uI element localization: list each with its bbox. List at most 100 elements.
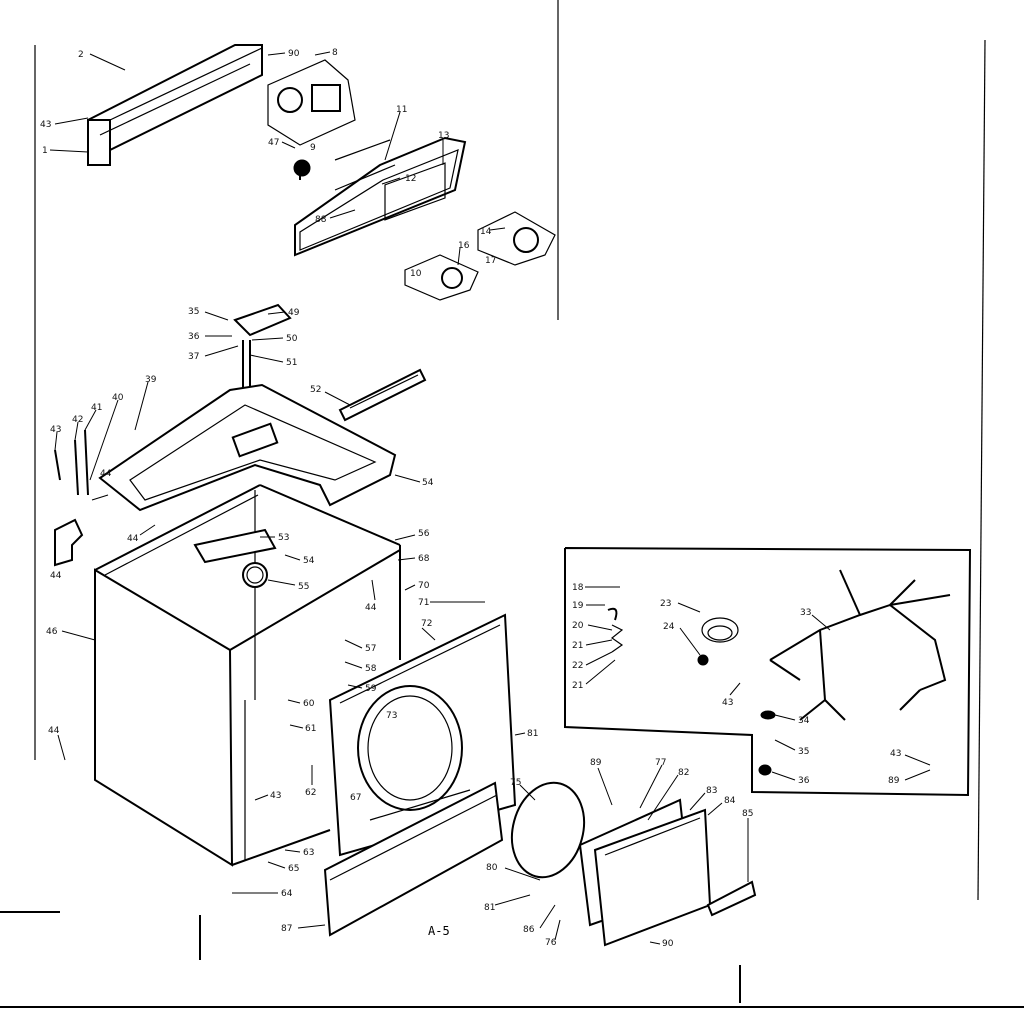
svg-text:65: 65 — [288, 864, 299, 874]
callout-59: 59 — [347, 684, 377, 694]
callout-44-b: 44 — [127, 524, 156, 544]
callout-90-bottom: 90 — [649, 939, 674, 949]
callout-84: 84 — [707, 796, 736, 816]
svg-text:57: 57 — [365, 644, 376, 654]
svg-text:89: 89 — [590, 758, 602, 768]
callout-46: 46 — [46, 627, 96, 641]
svg-text:17: 17 — [485, 256, 496, 266]
svg-text:37: 37 — [188, 352, 199, 362]
door-seal — [510, 781, 586, 879]
figure-caption: A-5 — [428, 924, 450, 938]
svg-text:43: 43 — [270, 791, 281, 801]
svg-text:20: 20 — [572, 621, 584, 631]
knob-left — [404, 254, 479, 301]
svg-text:36: 36 — [188, 332, 200, 342]
callout-40: 40 — [89, 393, 124, 481]
svg-text:21: 21 — [572, 641, 583, 651]
svg-text:86: 86 — [523, 925, 535, 935]
dispenser-slide — [338, 368, 427, 422]
callout-44-c: 44 — [50, 571, 62, 581]
door-handle — [706, 880, 757, 917]
svg-text:83: 83 — [706, 786, 717, 796]
callout-14: 14 — [480, 227, 506, 237]
svg-text:68: 68 — [418, 554, 430, 564]
svg-text:85: 85 — [742, 809, 753, 819]
callout-2: 2 — [78, 50, 126, 71]
svg-text:87: 87 — [281, 924, 292, 934]
svg-text:52: 52 — [310, 385, 321, 395]
callout-10: 10 — [410, 269, 422, 279]
svg-text:49: 49 — [288, 308, 300, 318]
callout-43-inset-b: 43 — [890, 749, 931, 766]
callout-60: 60 — [287, 699, 315, 709]
callout-75: 75 — [510, 778, 536, 801]
svg-text:33: 33 — [800, 608, 811, 618]
svg-text:2: 2 — [78, 50, 84, 60]
lid-lock-assembly — [233, 303, 292, 395]
callout-34: 34 — [774, 714, 810, 726]
svg-text:90: 90 — [288, 49, 300, 59]
callout-57: 57 — [344, 639, 376, 654]
callout-65: 65 — [267, 861, 299, 874]
callout-22: 22 — [572, 651, 613, 671]
callout-88: 88 — [315, 209, 356, 225]
svg-text:43: 43 — [50, 425, 61, 435]
svg-text:84: 84 — [724, 796, 736, 806]
callout-67-a: 67 — [350, 793, 361, 803]
svg-text:81: 81 — [484, 903, 495, 913]
callout-11: 11 — [384, 105, 407, 161]
callout-24: 24 — [663, 622, 701, 656]
svg-text:36: 36 — [798, 776, 810, 786]
callout-44-d: 44 — [365, 579, 377, 613]
callout-77: 77 — [639, 758, 666, 809]
callout-89-inset: 89 — [888, 769, 931, 786]
callout-43-hinge: 43 — [50, 425, 61, 451]
svg-text:56: 56 — [418, 529, 430, 539]
svg-text:59: 59 — [365, 684, 377, 694]
svg-text:51: 51 — [286, 358, 297, 368]
svg-text:76: 76 — [545, 938, 557, 948]
callout-83: 83 — [689, 786, 717, 811]
callout-68: 68 — [397, 554, 430, 564]
cabinet — [94, 484, 401, 867]
callout-8: 8 — [314, 48, 338, 58]
svg-text:9: 9 — [310, 143, 316, 153]
callout-43-top: 43 — [40, 117, 89, 130]
svg-text:18: 18 — [572, 583, 584, 593]
svg-text:53: 53 — [278, 533, 289, 543]
svg-text:40: 40 — [112, 393, 124, 403]
callout-89: 89 — [590, 758, 613, 806]
svg-text:19: 19 — [572, 601, 584, 611]
svg-text:80: 80 — [486, 863, 498, 873]
svg-text:35: 35 — [188, 307, 199, 317]
callout-37: 37 — [188, 345, 239, 362]
svg-text:89: 89 — [888, 776, 900, 786]
svg-text:54: 54 — [422, 478, 434, 488]
callout-39: 39 — [134, 375, 157, 431]
svg-text:47: 47 — [268, 138, 279, 148]
callout-51: 51 — [249, 354, 297, 368]
svg-text:70: 70 — [418, 581, 430, 591]
callout-61: 61 — [289, 724, 316, 734]
callout-53: 53 — [260, 533, 289, 543]
svg-text:12: 12 — [405, 174, 416, 184]
callout-41: 41 — [84, 403, 102, 431]
callout-44-e: 44 — [48, 726, 66, 761]
svg-text:43: 43 — [40, 120, 51, 130]
callout-36-inset: 36 — [771, 771, 810, 786]
callout-73: 73 — [386, 711, 397, 721]
svg-text:55: 55 — [298, 582, 309, 592]
svg-text:46: 46 — [46, 627, 58, 637]
svg-text:44: 44 — [50, 571, 62, 581]
callout-12: 12 — [381, 174, 416, 185]
svg-text:82: 82 — [678, 768, 689, 778]
wiring-harness-inset — [564, 547, 972, 797]
callout-72: 72 — [421, 619, 436, 641]
callout-54-top: 54 — [394, 474, 434, 488]
lid-hinge-parts — [54, 429, 89, 567]
top-rear-trim-bar — [87, 44, 263, 166]
callout-52: 52 — [310, 385, 351, 406]
callout-1: 1 — [42, 146, 89, 156]
svg-text:63: 63 — [303, 848, 314, 858]
svg-text:60: 60 — [303, 699, 315, 709]
